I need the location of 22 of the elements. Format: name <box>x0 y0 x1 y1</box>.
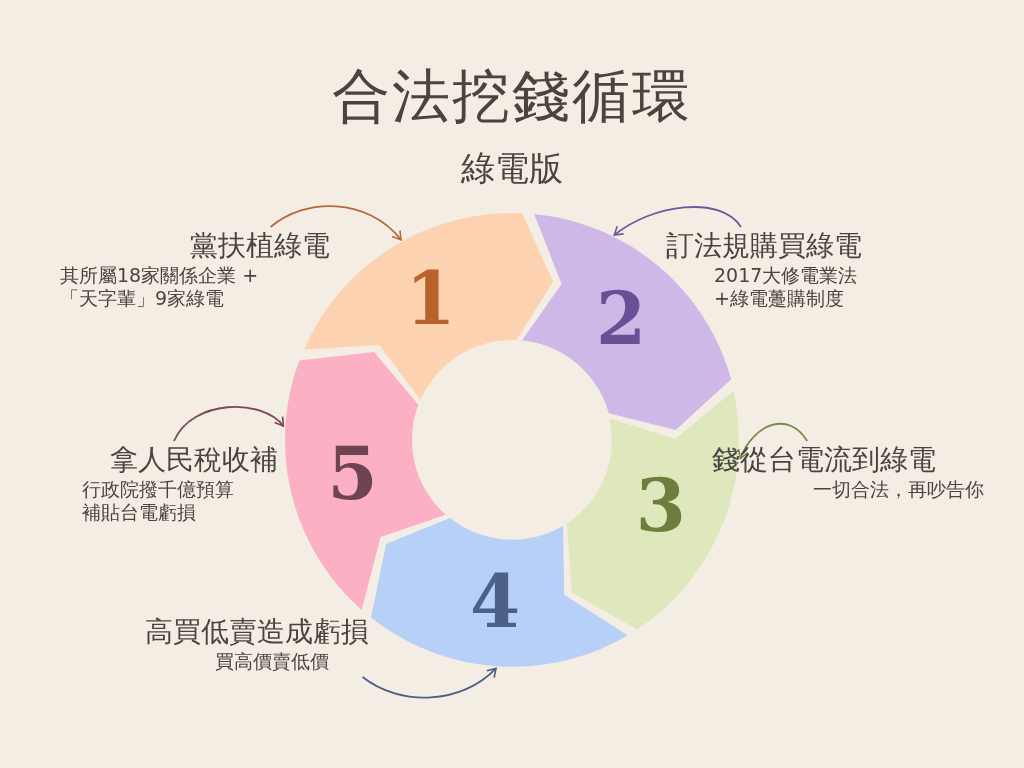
step-number: 1 <box>405 262 456 335</box>
step-heading: 拿人民稅收補 <box>110 442 278 478</box>
step-description: 行政院撥千億預算補貼台電虧損 <box>82 478 235 524</box>
step-heading: 高買低賣造成虧損 <box>145 614 369 650</box>
curved-arrow <box>269 205 402 241</box>
step-heading: 訂法規購買綠電 <box>666 228 862 264</box>
step-number: 4 <box>469 566 520 639</box>
step-description: 其所屬18家關係企業 +「天字輩」9家綠電 <box>60 264 260 310</box>
diagram-title: 合法挖錢循環 <box>331 61 693 132</box>
curved-arrow <box>173 406 285 442</box>
step-description: 買高價賣低價 <box>215 650 329 673</box>
step-description: 2017大修電業法 +綠電躉購制度 <box>714 264 859 310</box>
step-heading: 錢從台電流到綠電 <box>712 442 936 478</box>
subtitle: 綠電版 <box>460 147 564 190</box>
step-number: 5 <box>327 437 378 510</box>
step-heading: 黨扶植綠電 <box>190 228 330 264</box>
step-number: 3 <box>635 470 686 543</box>
curved-arrow <box>361 667 497 699</box>
step-description: 一切合法，再吵告你 <box>813 478 984 501</box>
curved-arrow <box>738 422 809 460</box>
step-number: 2 <box>596 282 647 355</box>
curved-arrow <box>613 206 742 236</box>
